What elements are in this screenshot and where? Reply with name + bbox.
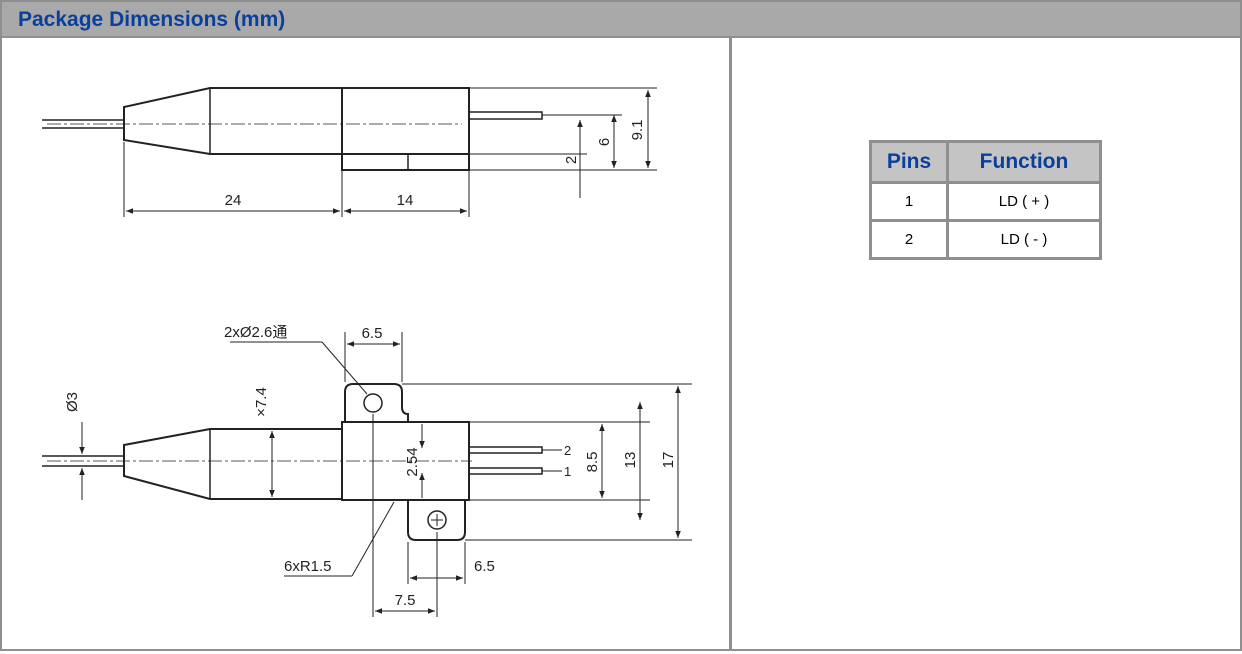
dim-6-5-top-label: 6.5 (362, 325, 383, 342)
dim-2-label: 2 (563, 156, 580, 164)
top-view-outline (42, 87, 543, 171)
dim-6-5-bottom-label: 6.5 (474, 558, 495, 575)
pin-1-label: 1 (564, 464, 571, 479)
drawing-svg: 24 14 2 6 9.1 2xØ2.6通 6.5 Ø3 ×7.4 2.54 2… (42, 87, 692, 617)
dim-13-label: 13 (622, 452, 639, 469)
pins-column-header: Pins (869, 140, 949, 184)
dim-14-label: 14 (397, 192, 414, 209)
table-row: 2 LD ( - ) (869, 219, 1102, 260)
pin-2-label: 2 (564, 443, 571, 458)
function-column-header: Function (946, 140, 1102, 184)
pin-function-table: Pins Function 1 LD ( + ) 2 LD ( - ) (869, 140, 1102, 260)
dim-9-1-label: 9.1 (629, 120, 646, 141)
dim-pin-pitch-label: 2.54 (404, 447, 421, 476)
function-cell: LD ( + ) (946, 181, 1102, 222)
dim-8-5-label: 8.5 (584, 452, 601, 473)
hole-callout-label: 2xØ2.6通 (224, 324, 287, 341)
radius-callout-label: 6xR1.5 (284, 558, 332, 575)
function-cell: LD ( - ) (946, 219, 1102, 260)
table-row: 1 LD ( + ) (869, 181, 1102, 222)
pin-cell: 1 (869, 181, 949, 222)
section-header: Package Dimensions (mm) (2, 2, 1240, 38)
side-view-outline (42, 383, 543, 541)
table-header-row: Pins Function (869, 140, 1102, 184)
column-divider (729, 38, 732, 651)
dimension-drawing: 24 14 2 6 9.1 2xØ2.6通 6.5 Ø3 ×7.4 2.54 2… (2, 38, 729, 649)
dim-body-dia-label: ×7.4 (253, 387, 270, 417)
dim-17-label: 17 (660, 452, 677, 469)
pin-cell: 2 (869, 219, 949, 260)
dim-fiber-dia-label: Ø3 (64, 392, 81, 412)
side-view-dims (79, 332, 692, 617)
dim-24-label: 24 (225, 192, 242, 209)
section-title: Package Dimensions (mm) (18, 8, 286, 31)
dim-7-5-label: 7.5 (395, 592, 416, 609)
dim-6-label: 6 (596, 138, 613, 146)
top-view-dims (123, 87, 657, 217)
